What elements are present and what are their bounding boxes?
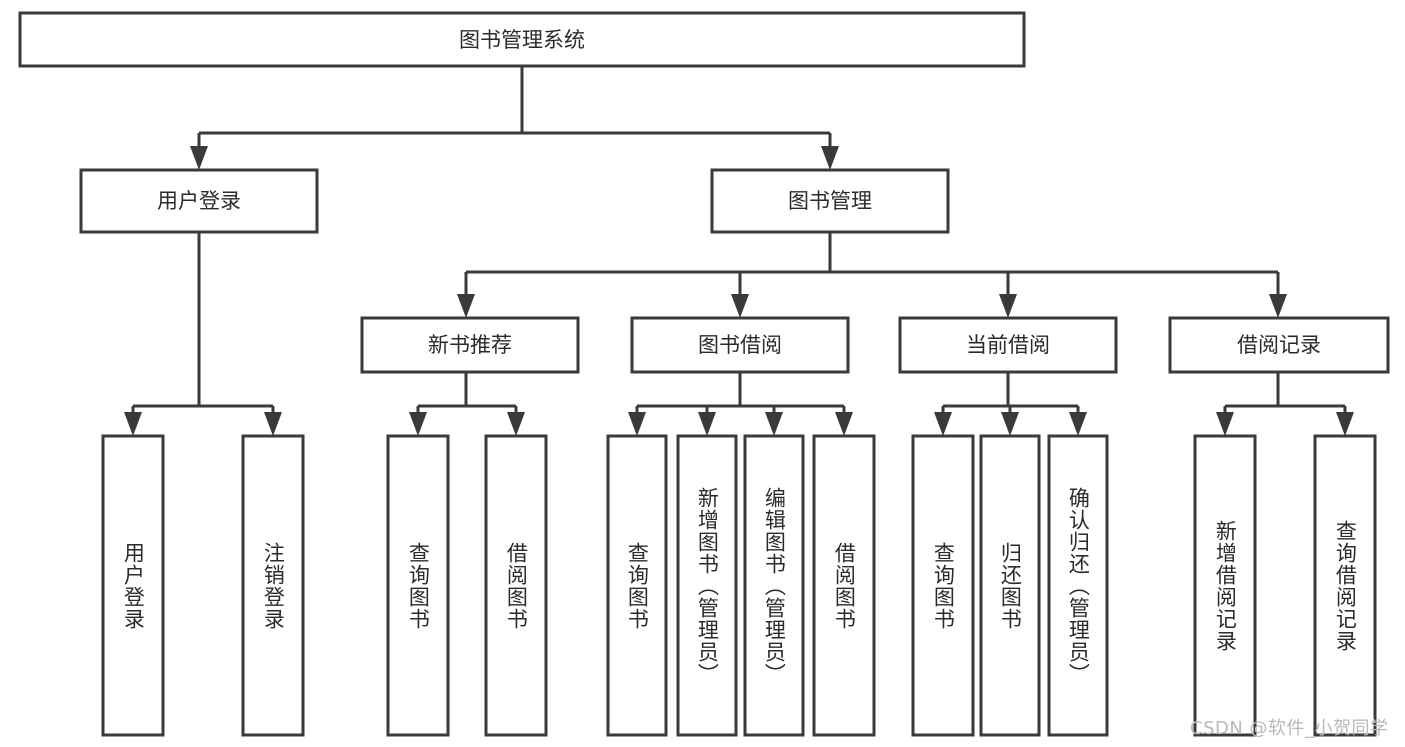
node-user-login-box[interactable] [79, 168, 319, 234]
arrow-head-newbook [457, 294, 475, 318]
node-user-login-label: 用户登录 [157, 189, 241, 213]
arrow-head-leaf-confirm-return [1069, 412, 1087, 436]
csdn-watermark: CSDN @软件_小贺同学 [1190, 718, 1389, 739]
node-borrow-record-label: 借阅记录 [1237, 333, 1321, 357]
arrow-head-leaf-query-book-a [409, 412, 427, 436]
node-current-borrow-label: 当前借阅 [966, 333, 1050, 357]
leaf-box-add-book-admin[interactable] [676, 434, 738, 737]
arrow-head-leaf-borrow-book-a [507, 412, 525, 436]
arrow-head-borrow [731, 294, 749, 318]
arrow-head-record [1269, 294, 1287, 318]
arrow-head-leaf-return-book [1001, 412, 1019, 436]
leaf-box-confirm-return-admin[interactable] [1047, 434, 1109, 737]
arrow-head-user-login [190, 146, 208, 170]
node-book-borrow[interactable]: 图书借阅 [630, 316, 850, 374]
node-root-label: 图书管理系统 [459, 28, 585, 52]
leaf-box-query-book-c[interactable] [911, 434, 975, 737]
leaf-box-query-borrow-record[interactable] [1313, 434, 1377, 737]
arrow-head-leaf-borrow-book-b [835, 412, 853, 436]
node-user-login[interactable]: 用户登录 [79, 168, 319, 234]
connector-group-root-to-level2 [190, 66, 839, 170]
connector-group-userlogin-leaves [124, 232, 282, 436]
connector-group-record-leaves [1216, 372, 1354, 436]
node-book-borrow-label: 图书借阅 [698, 333, 782, 357]
node-current-borrow[interactable]: 当前借阅 [898, 316, 1118, 374]
connector-group-newbook-leaves [409, 372, 525, 436]
node-new-book-recommend[interactable]: 新书推荐 [360, 316, 580, 374]
arrow-head-leaf-add-record [1216, 412, 1234, 436]
arrow-head-current [999, 294, 1017, 318]
connector-group-current-leaves [934, 372, 1087, 436]
node-current-borrow-box[interactable] [898, 316, 1118, 374]
arrow-head-leaf-logout [264, 412, 282, 436]
node-book-management-box[interactable] [710, 168, 950, 234]
leaf-boxes [101, 434, 1377, 737]
leaf-box-add-borrow-record[interactable] [1193, 434, 1257, 737]
arrow-head-leaf-query-record [1336, 412, 1354, 436]
leaf-box-return-book[interactable] [979, 434, 1041, 737]
arrow-head-leaf-query-book-b [628, 412, 646, 436]
arrow-head-leaf-edit-book [765, 412, 783, 436]
arrow-head-leaf-query-book-c [934, 412, 952, 436]
connector-group-bookmanage-to-level3 [457, 232, 1287, 318]
arrow-head-leaf-add-book [698, 412, 716, 436]
node-new-book-recommend-label: 新书推荐 [428, 333, 512, 357]
connector-group-borrow-leaves [628, 372, 853, 436]
leaf-box-user-login[interactable] [101, 434, 165, 737]
leaf-box-query-book-a[interactable] [386, 434, 450, 737]
leaf-box-edit-book-admin[interactable] [743, 434, 805, 737]
arrow-head-book-manage [821, 146, 839, 170]
node-borrow-record[interactable]: 借阅记录 [1168, 316, 1390, 374]
arrow-head-leaf-user-login [124, 412, 142, 436]
node-new-book-recommend-box[interactable] [360, 316, 580, 374]
leaf-box-borrow-book-b[interactable] [812, 434, 876, 737]
node-root[interactable]: 图书管理系统 [18, 11, 1026, 68]
node-book-borrow-box[interactable] [630, 316, 850, 374]
node-book-management-label: 图书管理 [788, 189, 872, 213]
node-root-box[interactable] [18, 11, 1026, 68]
node-borrow-record-box[interactable] [1168, 316, 1390, 374]
leaf-box-logout[interactable] [241, 434, 305, 737]
node-book-management[interactable]: 图书管理 [710, 168, 950, 234]
leaf-box-query-book-b[interactable] [606, 434, 668, 737]
leaf-box-borrow-book-a[interactable] [484, 434, 548, 737]
